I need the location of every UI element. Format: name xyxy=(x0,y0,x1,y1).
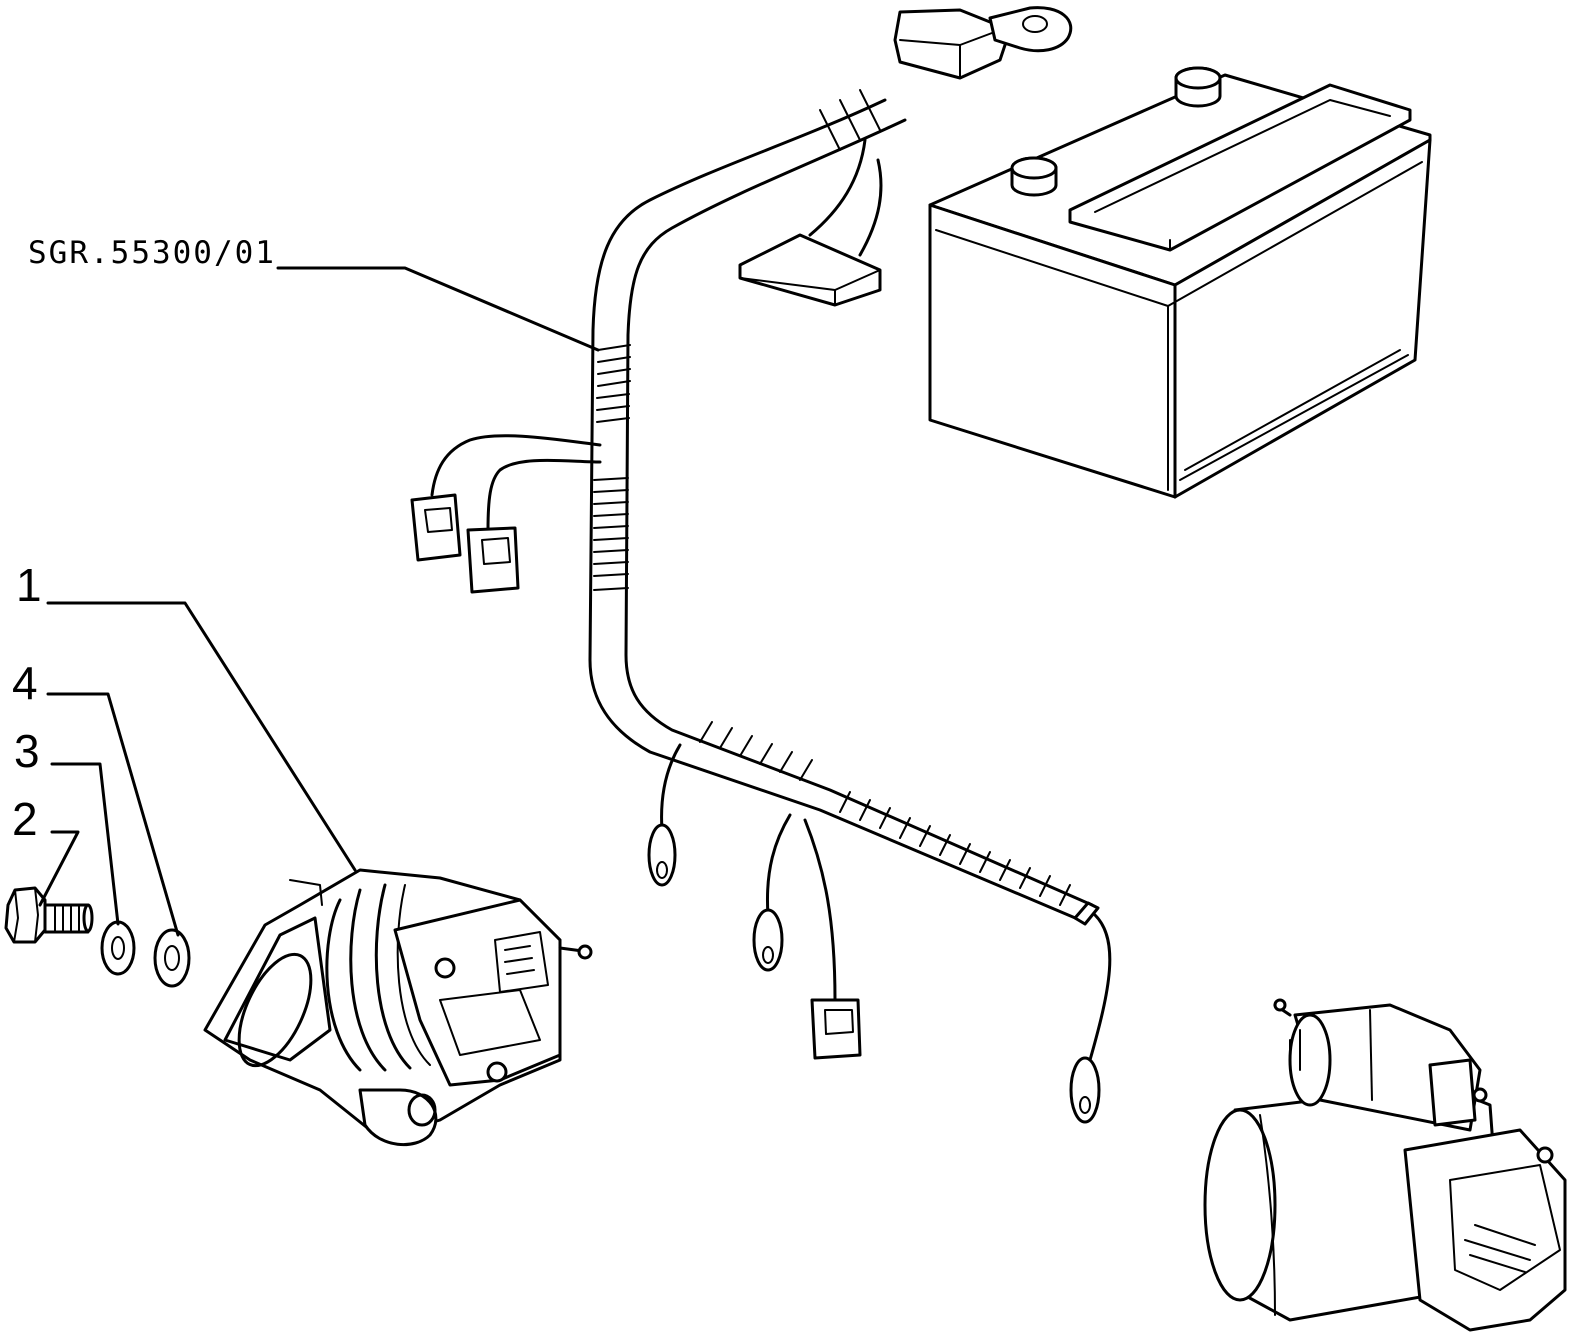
part-number-2-label: 2 xyxy=(12,793,38,845)
battery-terminal-positive xyxy=(1174,66,1222,108)
alternator xyxy=(203,868,593,1147)
battery-terminal-negative xyxy=(1010,156,1058,197)
starter-motor xyxy=(1203,998,1567,1332)
washer-3 xyxy=(100,920,136,976)
leader-line-4 xyxy=(46,692,180,937)
battery xyxy=(928,73,1432,499)
part-number-1-label: 1 xyxy=(16,559,42,611)
washer-4 xyxy=(153,928,191,988)
bolt xyxy=(4,886,94,944)
part-number-3-label: 3 xyxy=(14,725,40,777)
leader-line-2 xyxy=(38,830,80,907)
part-number-4-label: 4 xyxy=(12,657,38,709)
wiring-harness xyxy=(410,6,1112,1124)
harness-reference-label: SGR.55300/01 xyxy=(28,235,276,271)
leader-line-1 xyxy=(46,601,357,872)
leader-line-3 xyxy=(50,762,120,926)
leader-line-harness xyxy=(276,266,600,352)
